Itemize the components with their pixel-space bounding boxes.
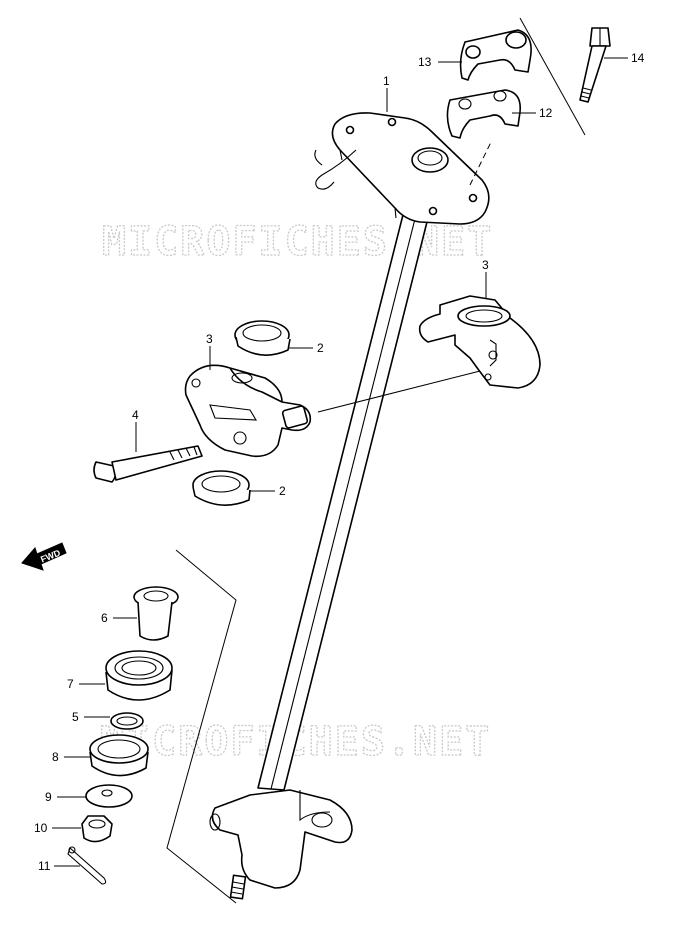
callout-4: 4 bbox=[132, 408, 139, 422]
sleeve-6 bbox=[133, 586, 179, 641]
lower-bracket bbox=[209, 789, 353, 900]
callout-10: 10 bbox=[34, 821, 48, 835]
cotter-pin-11 bbox=[67, 846, 107, 885]
callout-3-right: 3 bbox=[482, 258, 489, 272]
upper-clamp-13 bbox=[459, 29, 532, 81]
washer-9 bbox=[85, 784, 133, 808]
nut-10 bbox=[81, 815, 113, 843]
callout-13: 13 bbox=[418, 55, 432, 69]
right-clamp-3 bbox=[418, 295, 541, 389]
callout-14: 14 bbox=[631, 51, 645, 65]
callout-9: 9 bbox=[45, 790, 52, 804]
clamp-to-bracket-line bbox=[317, 369, 485, 413]
callout-7: 7 bbox=[67, 677, 74, 691]
callout-2-upper: 2 bbox=[317, 341, 324, 355]
plate-to-clamp-dashline bbox=[469, 139, 493, 186]
lower-clamp-12 bbox=[446, 89, 522, 139]
fwd-label: FWD bbox=[39, 547, 62, 564]
fwd-arrow-icon: FWD bbox=[21, 542, 67, 571]
bearing-7 bbox=[105, 650, 173, 701]
callouts: 1 13 12 14 3 2 3 4 2 6 7 5 8 9 10 11 bbox=[34, 51, 645, 873]
handlebar-plate bbox=[314, 112, 490, 225]
bushing-2-upper bbox=[234, 320, 291, 356]
seal-8 bbox=[89, 734, 149, 777]
callout-6: 6 bbox=[101, 611, 108, 625]
callout-12: 12 bbox=[539, 106, 553, 120]
clamp-frame-line bbox=[519, 17, 586, 136]
callout-2-lower: 2 bbox=[279, 484, 286, 498]
bolt-4 bbox=[93, 445, 203, 483]
bolt-14 bbox=[579, 27, 611, 103]
leader-lines bbox=[52, 57, 628, 867]
ring-5 bbox=[110, 712, 144, 730]
callout-11: 11 bbox=[38, 859, 51, 873]
callout-1: 1 bbox=[383, 74, 390, 88]
callout-8: 8 bbox=[52, 750, 59, 764]
bushing-2-lower bbox=[192, 470, 251, 506]
callout-3-left: 3 bbox=[206, 332, 213, 346]
callout-5: 5 bbox=[72, 710, 79, 724]
left-clamp-3 bbox=[184, 364, 312, 458]
assembly-frame-line bbox=[166, 549, 237, 904]
watermark-top: MICROFICHES.NET bbox=[102, 219, 493, 265]
